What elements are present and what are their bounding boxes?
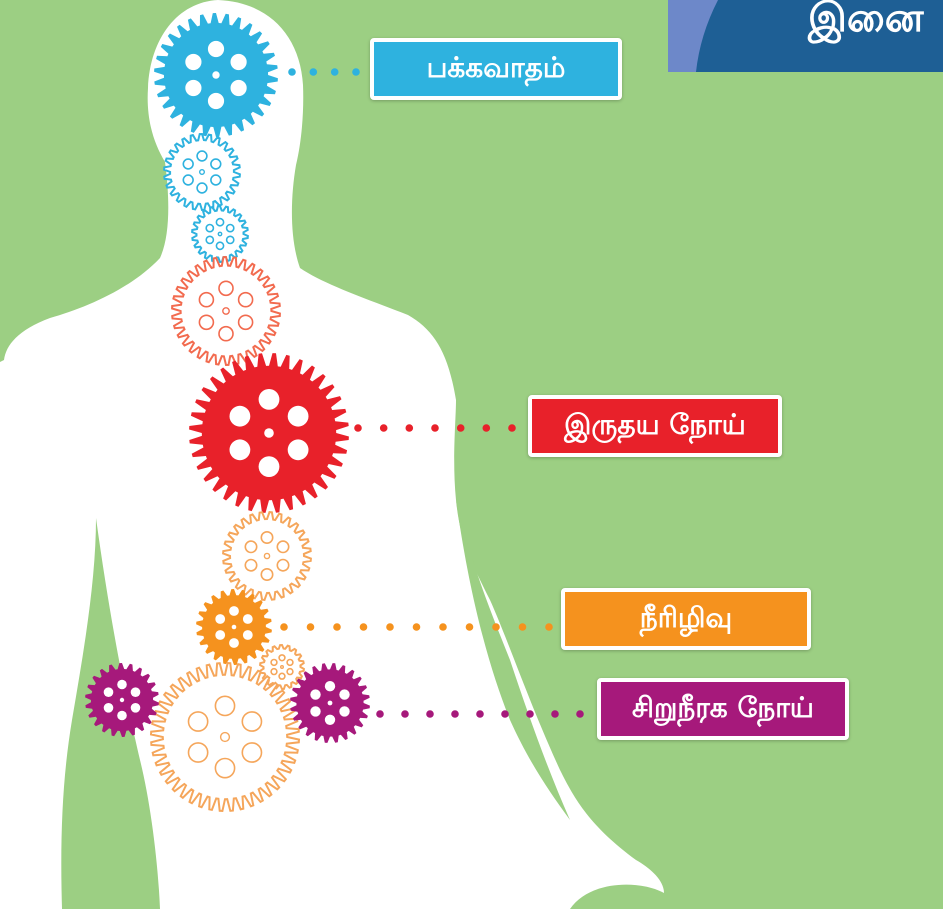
- stroke-label-text: பக்கவாதம்: [427, 51, 566, 88]
- heart-disease-label-text: இருதய நோய்: [564, 408, 746, 445]
- kidney-connector: [376, 710, 584, 718]
- diabetes-label-text: நீரிழிவு: [640, 601, 732, 638]
- stroke-label: பக்கவாதம்: [370, 38, 622, 100]
- kidney-disease-label: சிறுநீரக நோய்: [597, 678, 849, 740]
- intestine-gear-icon: [151, 663, 299, 811]
- diabetes-label: நீரிழிவு: [561, 588, 811, 650]
- stomach-gear-icon: [223, 512, 311, 600]
- kidney-disease-label-text: சிறுநீரக நோய்: [632, 691, 814, 728]
- corner-title: இனை: [808, 0, 924, 46]
- heart-gear-icon: [189, 353, 349, 513]
- heart-disease-label: இருதய நோய்: [528, 395, 782, 457]
